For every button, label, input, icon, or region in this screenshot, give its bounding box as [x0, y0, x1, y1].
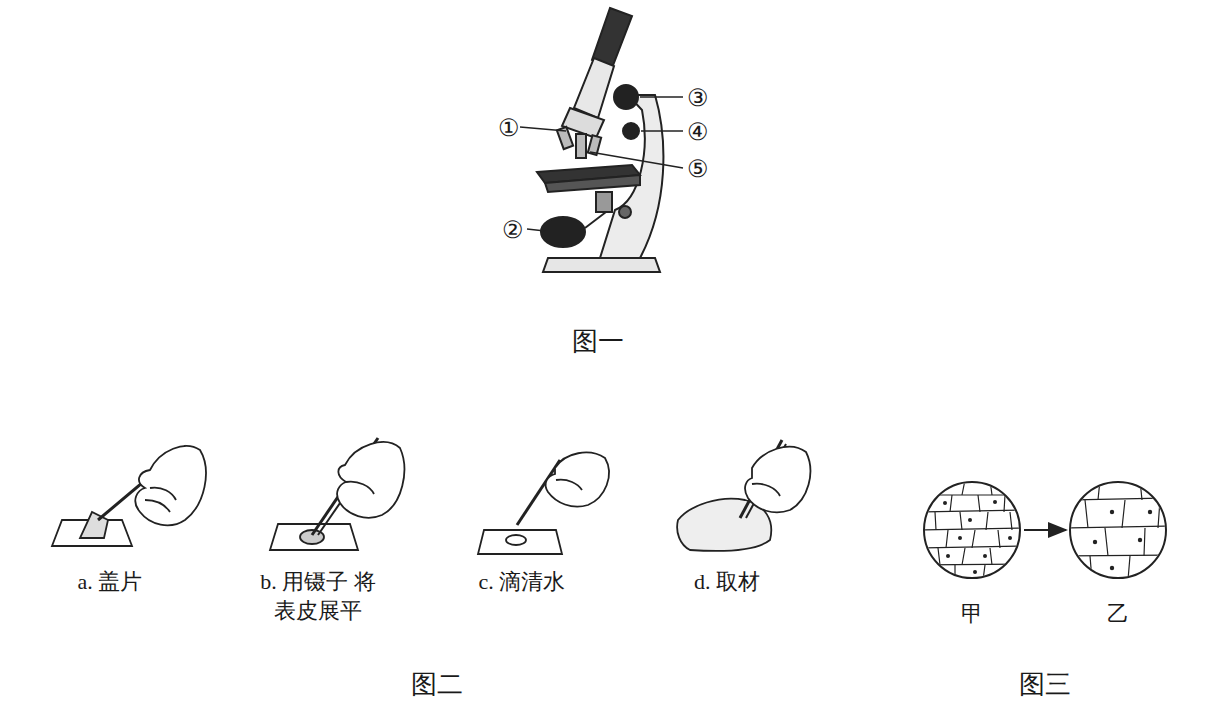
step-label: d. 取材 [694, 568, 760, 597]
callout-number: ④ [687, 117, 709, 148]
step-take-material [677, 440, 810, 551]
microscope [537, 8, 663, 272]
view-label: 甲 [961, 600, 983, 629]
figure-caption: 图三 [1019, 668, 1071, 702]
step-cover-slip [52, 446, 206, 546]
step-drop-water [478, 453, 609, 554]
callout-number: ③ [687, 83, 709, 114]
callout-number: ② [502, 215, 524, 246]
step-label: b. 用镊子 将表皮展平 [256, 568, 380, 625]
callout-number: ⑤ [687, 154, 709, 185]
view-label: 乙 [1107, 600, 1129, 629]
step-spread-epidermis [270, 438, 404, 550]
figure-caption: 图二 [411, 668, 463, 702]
leader-lines [520, 97, 683, 231]
step-label: c. 滴清水 [479, 568, 566, 597]
view-circles [920, 480, 1170, 580]
figure-caption: 图一 [572, 325, 624, 359]
callout-number: ① [498, 113, 520, 144]
step-label: a. 盖片 [78, 568, 143, 597]
